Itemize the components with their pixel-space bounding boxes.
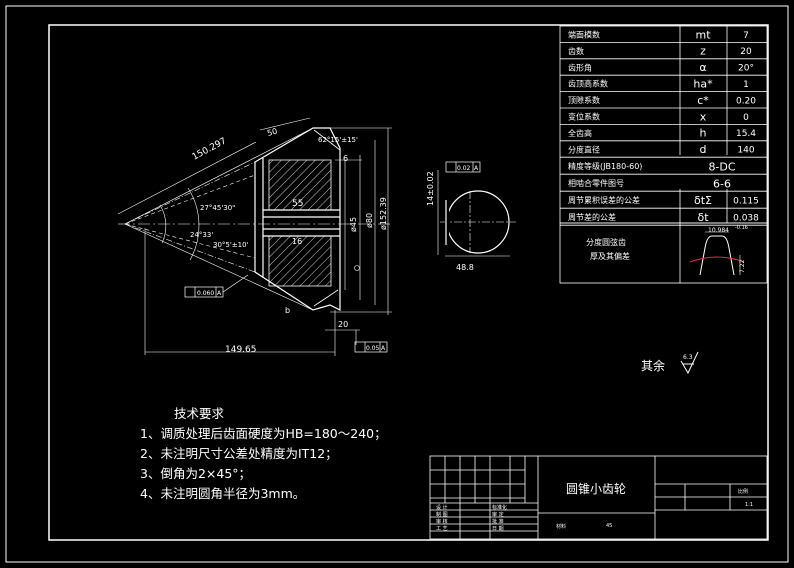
tolerance-frame-face xyxy=(354,341,388,353)
inset-dim-top: 10.984 xyxy=(708,227,729,234)
param-name: 变位系数 xyxy=(568,111,600,121)
param-value: 0.038 xyxy=(733,213,759,223)
notes-title: 技术要求 xyxy=(174,406,225,421)
param-value: 140 xyxy=(737,146,754,156)
inset-label-1: 分度圆弦齿 xyxy=(586,237,626,247)
note-1: 1、调质处理后齿面硬度为HB=180～240； xyxy=(140,426,387,441)
param-value: 1 xyxy=(743,80,749,90)
param-name: 端面模数 xyxy=(568,29,600,39)
inset-label-2: 厚及其偏差 xyxy=(590,251,630,261)
roughness-label: 其余 xyxy=(641,358,665,373)
param-symbol: z xyxy=(700,45,706,58)
dim-62-angle: 62°15'±15' xyxy=(318,136,358,144)
tooth-inset xyxy=(689,231,745,276)
tolerance-060: 0.060 xyxy=(197,290,214,297)
param-name: 精度等级(JB180-60) xyxy=(568,161,642,171)
dim-20: 20 xyxy=(338,320,348,329)
bore-view xyxy=(437,161,516,257)
roughness-value: 6.3 xyxy=(683,354,693,361)
dim-24-angle: 24°33' xyxy=(190,231,213,239)
param-name: 周节差的公差 xyxy=(568,212,616,222)
cone-lines xyxy=(118,127,392,311)
param-value: 20 xyxy=(740,47,752,57)
dim-6: 6 xyxy=(343,154,348,163)
scale-value: 1:1 xyxy=(745,502,753,508)
datum-a-3: A xyxy=(474,165,479,172)
param-name: 全齿高 xyxy=(568,128,592,138)
param-symbol: α xyxy=(699,61,706,74)
param-value: 0.20 xyxy=(736,96,756,106)
title-row-approval: 日 期 xyxy=(492,526,504,532)
tolerance-frame-runout xyxy=(184,274,249,298)
note-3: 3、倒角为2×45°； xyxy=(140,466,252,481)
inner-frame xyxy=(48,24,769,541)
gear-section xyxy=(254,127,341,311)
dim-14: 14±0.02 xyxy=(426,171,435,206)
tolerance-05: 0.05 xyxy=(366,345,380,352)
dim-phi45: ø45 xyxy=(349,217,358,232)
title-row-approval: 批 准 xyxy=(492,518,504,525)
scale-label: 比例 xyxy=(738,488,748,495)
title-row-role: 制 图 xyxy=(436,511,448,518)
param-symbol: δt xyxy=(697,211,709,224)
dim-30-angle: 30°5'±10' xyxy=(213,241,249,249)
dim-48: 48.8 xyxy=(456,263,474,272)
param-value: 20° xyxy=(738,64,754,74)
datum-a-1: A xyxy=(217,290,222,297)
key-width-16: 16 xyxy=(292,237,302,246)
title-row-role: 设 计 xyxy=(436,504,448,511)
param-name: 相啮合零件图号 xyxy=(568,178,624,188)
param-name: 周节累积误差的公差 xyxy=(568,195,640,205)
key-mark-b: b xyxy=(285,306,290,315)
material-value: 45 xyxy=(606,523,612,529)
param-name: 齿形角 xyxy=(568,62,592,72)
dim-phi80: ø80 xyxy=(365,213,374,228)
param-name: 齿数 xyxy=(568,46,584,56)
dim-150: 150.297 xyxy=(191,136,229,162)
param-symbol: d xyxy=(700,143,707,156)
title-row-role: 工 艺 xyxy=(436,526,448,532)
inset-dim-tol: -0.16 xyxy=(735,225,748,231)
param-value: 15.4 xyxy=(736,129,756,139)
param-symbol: h xyxy=(700,127,707,140)
dim-27-angle: 27°45'30" xyxy=(200,204,235,212)
dim-50: 50 xyxy=(266,127,278,138)
title-row-approval: 标准化 xyxy=(492,504,507,511)
tolerance-02: 0.02 xyxy=(457,165,471,172)
title-block xyxy=(429,455,768,540)
material-label: 材料 xyxy=(556,523,566,530)
param-symbol: x xyxy=(700,110,707,123)
param-name: 齿顶高系数 xyxy=(568,79,608,89)
technical-notes: 技术要求 1、调质处理后齿面硬度为HB=180～240； 2、未注明尺寸公差处精… xyxy=(140,404,387,504)
outer-border xyxy=(5,5,789,563)
param-symbol: c* xyxy=(697,94,709,107)
title-row-role: 审 核 xyxy=(436,518,448,525)
param-value: 0 xyxy=(743,113,749,123)
param-symbol: ha* xyxy=(693,78,713,91)
param-value: 7 xyxy=(743,31,749,41)
note-2: 2、未注明尺寸公差处精度为IT12； xyxy=(140,446,338,461)
dim-phi152: ø152.39 xyxy=(379,197,388,230)
part-name: 圆锥小齿轮 xyxy=(566,482,626,496)
note-4: 4、未注明圆角半径为3mm。 xyxy=(140,486,306,501)
param-name: 顶隙系数 xyxy=(568,95,600,105)
datum-a-2: A xyxy=(381,345,386,352)
param-value: 0.115 xyxy=(733,196,759,206)
title-row-approval: 审 定 xyxy=(492,511,504,518)
param-symbol: mt xyxy=(695,28,711,41)
dimension-lines xyxy=(117,117,392,356)
dim-55: 55 xyxy=(292,199,303,209)
inset-dim-side: 7.22 xyxy=(739,259,746,273)
dim-149: 149.65 xyxy=(225,345,257,355)
param-value: 6-6 xyxy=(713,177,731,190)
param-name: 分度直径 xyxy=(568,144,600,154)
param-value: 8-DC xyxy=(708,160,735,173)
roughness-symbol-icon xyxy=(680,351,699,375)
param-symbol: δtΣ xyxy=(694,194,712,207)
